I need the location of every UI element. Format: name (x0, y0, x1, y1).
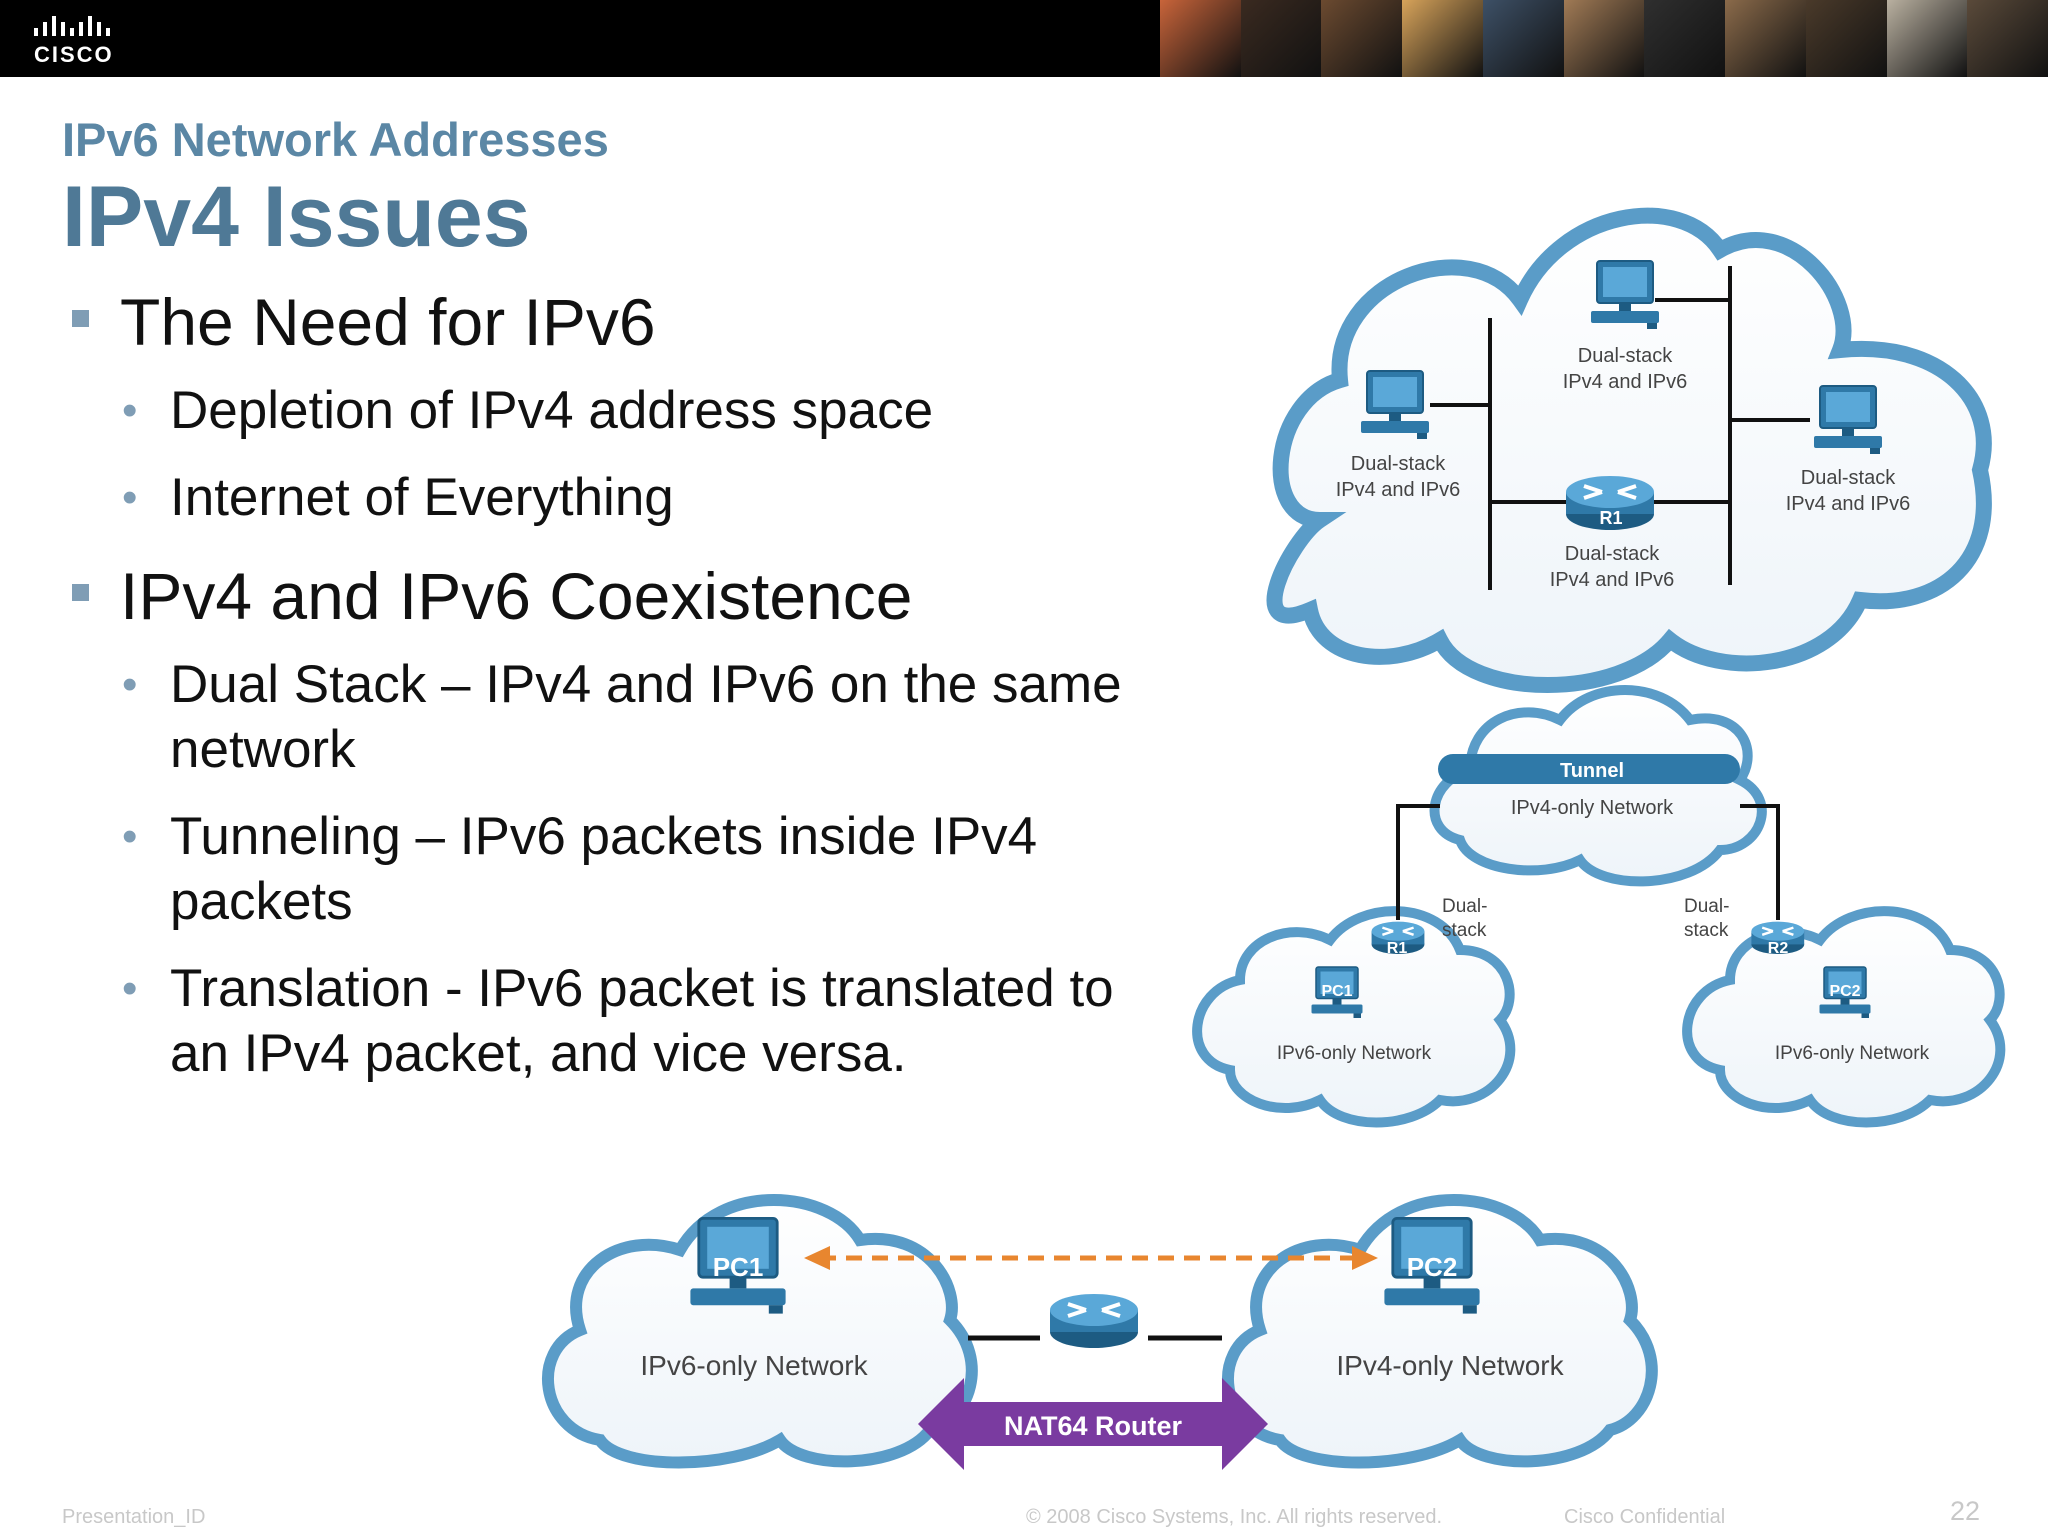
cisco-bars-icon (34, 16, 110, 36)
bullet-heading-text: IPv4 and IPv6 Coexistence (120, 559, 913, 633)
left-pc-label-2: IPv4 and IPv6 (1336, 479, 1461, 501)
header-photo-tile (1402, 0, 1483, 77)
tunnel-left-cloud (1192, 906, 1516, 1128)
tunnel-pipe (1438, 754, 1740, 784)
bullet-heading: IPv4 and IPv6 Coexistence (72, 558, 1132, 634)
r1-label-1: Dual-stack (1565, 543, 1660, 565)
r1-router-icon (1564, 474, 1656, 532)
tunnel-r1-label-1: Dual- (1442, 896, 1487, 917)
header-bar: CISCO (0, 0, 2048, 77)
nat64-double-arrow (918, 1378, 1268, 1470)
tunnel-right-cloud (1682, 906, 2006, 1128)
bullet-item: • Translation - IPv6 packet is translate… (72, 956, 1180, 1086)
bullet-heading-text: The Need for IPv6 (120, 285, 656, 359)
tunnel-right-network: IPv6-only Network (1775, 1043, 1930, 1064)
square-bullet-icon (72, 310, 89, 327)
top-pc-label-1: Dual-stack (1578, 345, 1673, 367)
left-pc-label-1: Dual-stack (1351, 453, 1446, 475)
bullet-item: • Tunneling – IPv6 packets inside IPv4 p… (72, 804, 1180, 934)
dot-bullet-icon: • (122, 386, 138, 435)
bullet-list: The Need for IPv6 • Depletion of IPv4 ad… (72, 284, 1132, 1108)
tunnel-label: Tunnel (1560, 760, 1624, 782)
header-photo-tile (1240, 0, 1322, 77)
dot-bullet-icon: • (122, 964, 138, 1013)
bullet-item: • Depletion of IPv4 address space (72, 378, 1180, 443)
page-number: 22 (1950, 1496, 1981, 1526)
footer-confidential: Cisco Confidential (1564, 1506, 1726, 1528)
tunnel-r2-label-2: stack (1684, 920, 1729, 941)
left-pc-icon (1360, 370, 1430, 440)
nat-pc1-icon (689, 1217, 787, 1315)
r1-label-2: IPv4 and IPv6 (1550, 569, 1675, 591)
tunnel-links (1396, 804, 1780, 920)
tunnel-center-cloud (1429, 685, 1767, 887)
dot-bullet-icon: • (122, 473, 138, 522)
header-photo-tile (1725, 0, 1806, 77)
top-pc-icon (1590, 260, 1660, 330)
cisco-logo-text: CISCO (34, 42, 114, 67)
header-photo-tile (1644, 0, 1726, 77)
top-pc-label-2: IPv4 and IPv6 (1563, 371, 1688, 393)
dashed-arrow-left-head (804, 1246, 830, 1270)
tunnel-left-network: IPv6-only Network (1277, 1043, 1432, 1064)
bullet-item-text: Tunneling – IPv6 packets inside IPv4 pac… (170, 807, 1038, 931)
nat-left-cloud (542, 1194, 978, 1469)
right-pc-label-2: IPv4 and IPv6 (1786, 493, 1911, 515)
nat64-router-icon (1048, 1292, 1140, 1350)
bullet-item: • Dual Stack – IPv4 and IPv6 on the same… (72, 652, 1180, 782)
tunnel-r1-label-2: stack (1442, 920, 1487, 941)
header-photo-tile (1321, 0, 1403, 77)
dual-stack-cloud (1266, 207, 1992, 693)
bullet-item-text: Internet of Everything (170, 468, 674, 527)
right-pc-icon (1813, 385, 1883, 455)
bullet-item: • Internet of Everything (72, 465, 1180, 530)
tunnel-center-network: IPv4-only Network (1511, 797, 1674, 819)
header-photo-tile (1160, 0, 1241, 77)
r1-router-name: R1 (1599, 508, 1622, 528)
nat-right-cloud (1222, 1194, 1658, 1469)
header-photo-tile (1563, 0, 1645, 77)
tunnel-pc2-name: PC2 (1829, 983, 1860, 1000)
tunnel-pc2-icon (1818, 966, 1872, 1019)
header-photo-strip (1160, 0, 2048, 77)
square-bullet-icon (72, 584, 89, 601)
tunnel-r2-router-icon (1750, 920, 1806, 956)
nat-pc2-name: PC2 (1407, 1252, 1458, 1282)
dot-bullet-icon: • (122, 812, 138, 861)
footer-copyright: © 2008 Cisco Systems, Inc. All rights re… (1026, 1506, 1443, 1528)
header-photo-tile (1805, 0, 1887, 77)
bullet-heading: The Need for IPv6 (72, 284, 1132, 360)
tunnel-r2-label-1: Dual- (1684, 896, 1729, 917)
right-pc-label-1: Dual-stack (1801, 467, 1896, 489)
tunnel-pc1-icon (1310, 966, 1364, 1019)
slide-subtitle: IPv6 Network Addresses (62, 113, 609, 166)
tunnel-r2-name: R2 (1768, 940, 1789, 957)
dot-bullet-icon: • (122, 660, 138, 709)
nat-pc1-name: PC1 (713, 1252, 764, 1282)
tunnel-r1-name: R1 (1387, 940, 1408, 957)
footer-presentation-id: Presentation_ID (62, 1506, 206, 1528)
slide-title: IPv4 Issues (62, 169, 531, 265)
tunnel-pc1-name: PC1 (1321, 983, 1352, 1000)
bullet-item-text: Dual Stack – IPv4 and IPv6 on the same n… (170, 655, 1122, 779)
nat64-router-label: NAT64 Router (1004, 1411, 1183, 1441)
bullet-item-text: Translation - IPv6 packet is translated … (170, 959, 1114, 1083)
cisco-logo: CISCO (32, 14, 122, 67)
nat-left-network: IPv6-only Network (640, 1350, 868, 1381)
header-photo-tile (1482, 0, 1564, 77)
tunnel-r1-router-icon (1370, 920, 1426, 956)
dashed-arrow-right-head (1352, 1246, 1378, 1270)
nat-right-network: IPv4-only Network (1336, 1350, 1564, 1381)
dual-stack-links (1430, 266, 1810, 590)
bullet-item-text: Depletion of IPv4 address space (170, 381, 934, 440)
nat-pc2-icon (1383, 1217, 1481, 1315)
header-photo-tile (1886, 0, 1968, 77)
header-photo-tile (1967, 0, 2048, 77)
